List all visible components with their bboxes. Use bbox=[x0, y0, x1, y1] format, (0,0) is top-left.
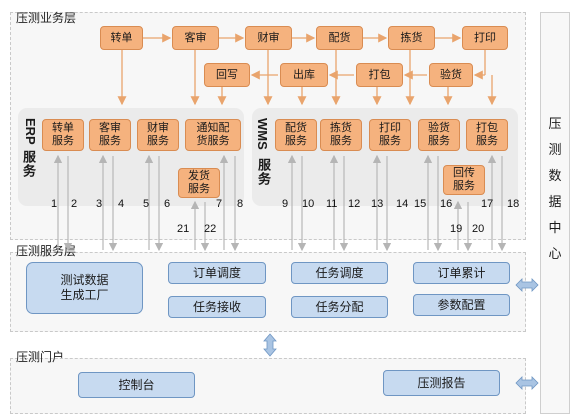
task-dispatch-box: 任务调度 bbox=[291, 262, 388, 284]
flow-step-allocation: 配货 bbox=[316, 26, 363, 50]
erp-service-notify-allocation: 通知配 货服务 bbox=[185, 119, 241, 151]
line-number: 9 bbox=[282, 198, 289, 210]
console-box: 控制台 bbox=[78, 372, 195, 398]
flow-step-outbound: 出库 bbox=[280, 63, 328, 87]
business-layer-title: 压测业务层 bbox=[16, 11, 77, 25]
erp-service-customer-review: 客审 服务 bbox=[89, 119, 131, 151]
flow-step-finance-review: 财审 bbox=[245, 26, 292, 50]
double-arrow-horizontal-icon bbox=[515, 278, 539, 292]
line-number: 15 bbox=[414, 198, 427, 210]
erp-service-finance-review: 财审 服务 bbox=[137, 119, 179, 151]
line-number: 20 bbox=[472, 223, 485, 235]
param-config-box: 参数配置 bbox=[413, 294, 510, 316]
data-center-char: 心 bbox=[548, 246, 562, 261]
line-number: 10 bbox=[302, 198, 315, 210]
line-number: 7 bbox=[216, 198, 223, 210]
wms-service-return: 回传 服务 bbox=[443, 165, 485, 195]
flow-step-transfer-order: 转单 bbox=[100, 26, 143, 50]
data-center-char: 据 bbox=[548, 194, 562, 209]
line-number: 2 bbox=[71, 198, 78, 210]
line-number: 12 bbox=[348, 198, 361, 210]
data-center-char: 测 bbox=[548, 142, 562, 157]
flow-step-inspection: 验货 bbox=[429, 63, 473, 87]
data-center-char: 压 bbox=[548, 116, 562, 131]
flow-step-write-back: 回写 bbox=[204, 63, 250, 87]
flow-step-packing: 打包 bbox=[356, 63, 403, 87]
line-number: 19 bbox=[450, 223, 463, 235]
line-number: 21 bbox=[177, 223, 190, 235]
line-number: 5 bbox=[143, 198, 150, 210]
task-assign-box: 任务分配 bbox=[291, 296, 388, 318]
double-arrow-horizontal-icon bbox=[515, 376, 539, 390]
line-number: 6 bbox=[164, 198, 171, 210]
line-number: 14 bbox=[396, 198, 409, 210]
line-number: 11 bbox=[326, 198, 338, 210]
line-number: 18 bbox=[507, 198, 520, 210]
line-number: 3 bbox=[96, 198, 103, 210]
flow-step-customer-review: 客审 bbox=[172, 26, 219, 50]
data-center-char: 中 bbox=[548, 220, 562, 235]
erp-label-service: 服务 bbox=[21, 150, 36, 178]
line-number: 13 bbox=[371, 198, 384, 210]
line-number: 1 bbox=[51, 198, 58, 210]
line-number: 8 bbox=[237, 198, 244, 210]
task-receive-box: 任务接收 bbox=[168, 296, 266, 318]
data-center-char: 数 bbox=[548, 168, 562, 183]
wms-service-allocation: 配货 服务 bbox=[275, 119, 317, 151]
double-arrow-vertical-icon bbox=[263, 333, 277, 357]
flow-step-picking: 拣货 bbox=[388, 26, 435, 50]
wms-label-service: 服务 bbox=[256, 158, 271, 186]
line-number: 22 bbox=[204, 223, 217, 235]
data-center-column: 压 测 数 据 中 心 bbox=[540, 12, 570, 414]
wms-service-packing: 打包 服务 bbox=[466, 119, 508, 151]
line-number: 16 bbox=[440, 198, 453, 210]
line-number: 4 bbox=[118, 198, 125, 210]
order-dispatch-box: 订单调度 bbox=[168, 262, 266, 284]
erp-service-transfer: 转单 服务 bbox=[42, 119, 84, 151]
wms-service-picking: 拣货 服务 bbox=[320, 119, 362, 151]
erp-service-shipping: 发货 服务 bbox=[178, 168, 220, 198]
line-number: 17 bbox=[481, 198, 494, 210]
wms-service-inspection: 验货 服务 bbox=[418, 119, 460, 151]
wms-service-printing: 打印 服务 bbox=[369, 119, 411, 151]
flow-step-printing: 打印 bbox=[462, 26, 508, 50]
order-accumulation-box: 订单累计 bbox=[413, 262, 510, 284]
test-data-factory-box: 测试数据 生成工厂 bbox=[26, 262, 143, 314]
service-layer-title: 压测服务层 bbox=[16, 244, 77, 258]
portal-title: 压测门户 bbox=[16, 350, 65, 364]
report-box: 压测报告 bbox=[383, 370, 500, 396]
